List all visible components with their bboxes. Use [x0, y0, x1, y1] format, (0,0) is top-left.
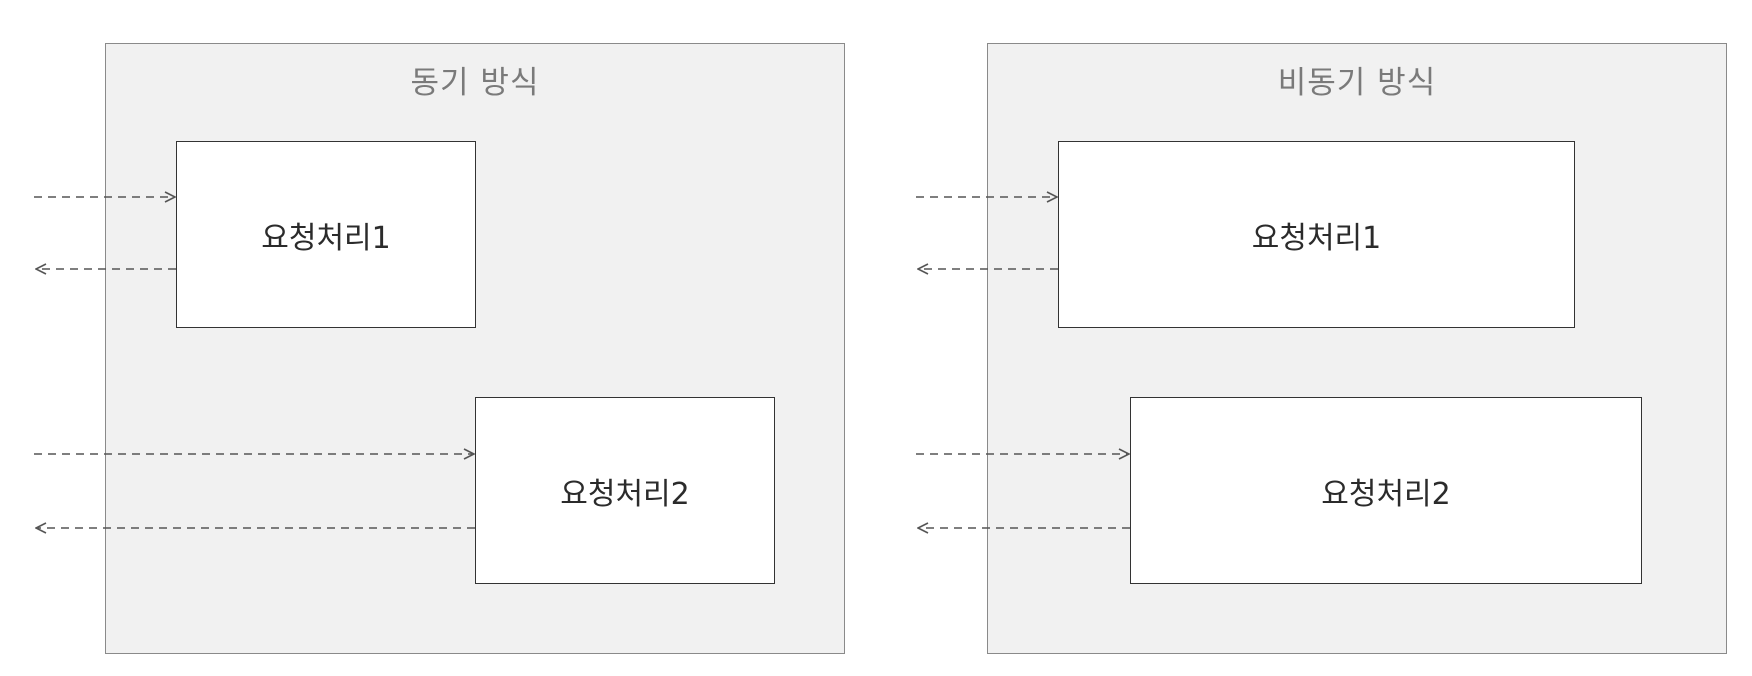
async-request-1-label: 요청처리1 — [1251, 220, 1382, 256]
sync-request-1-box: 요청처리1 — [176, 141, 476, 328]
async-request-1-box: 요청처리1 — [1058, 141, 1575, 328]
async-panel-title: 비동기 방식 — [1277, 65, 1437, 101]
sync-request-1-label: 요청처리1 — [261, 220, 391, 256]
sync-panel-title: 동기 방식 — [410, 65, 540, 101]
async-request-2-box: 요청처리2 — [1130, 397, 1642, 584]
sync-request-2-box: 요청처리2 — [475, 397, 775, 584]
async-request-2-label: 요청처리2 — [1321, 476, 1451, 512]
sync-request-2-label: 요청처리2 — [560, 476, 690, 512]
